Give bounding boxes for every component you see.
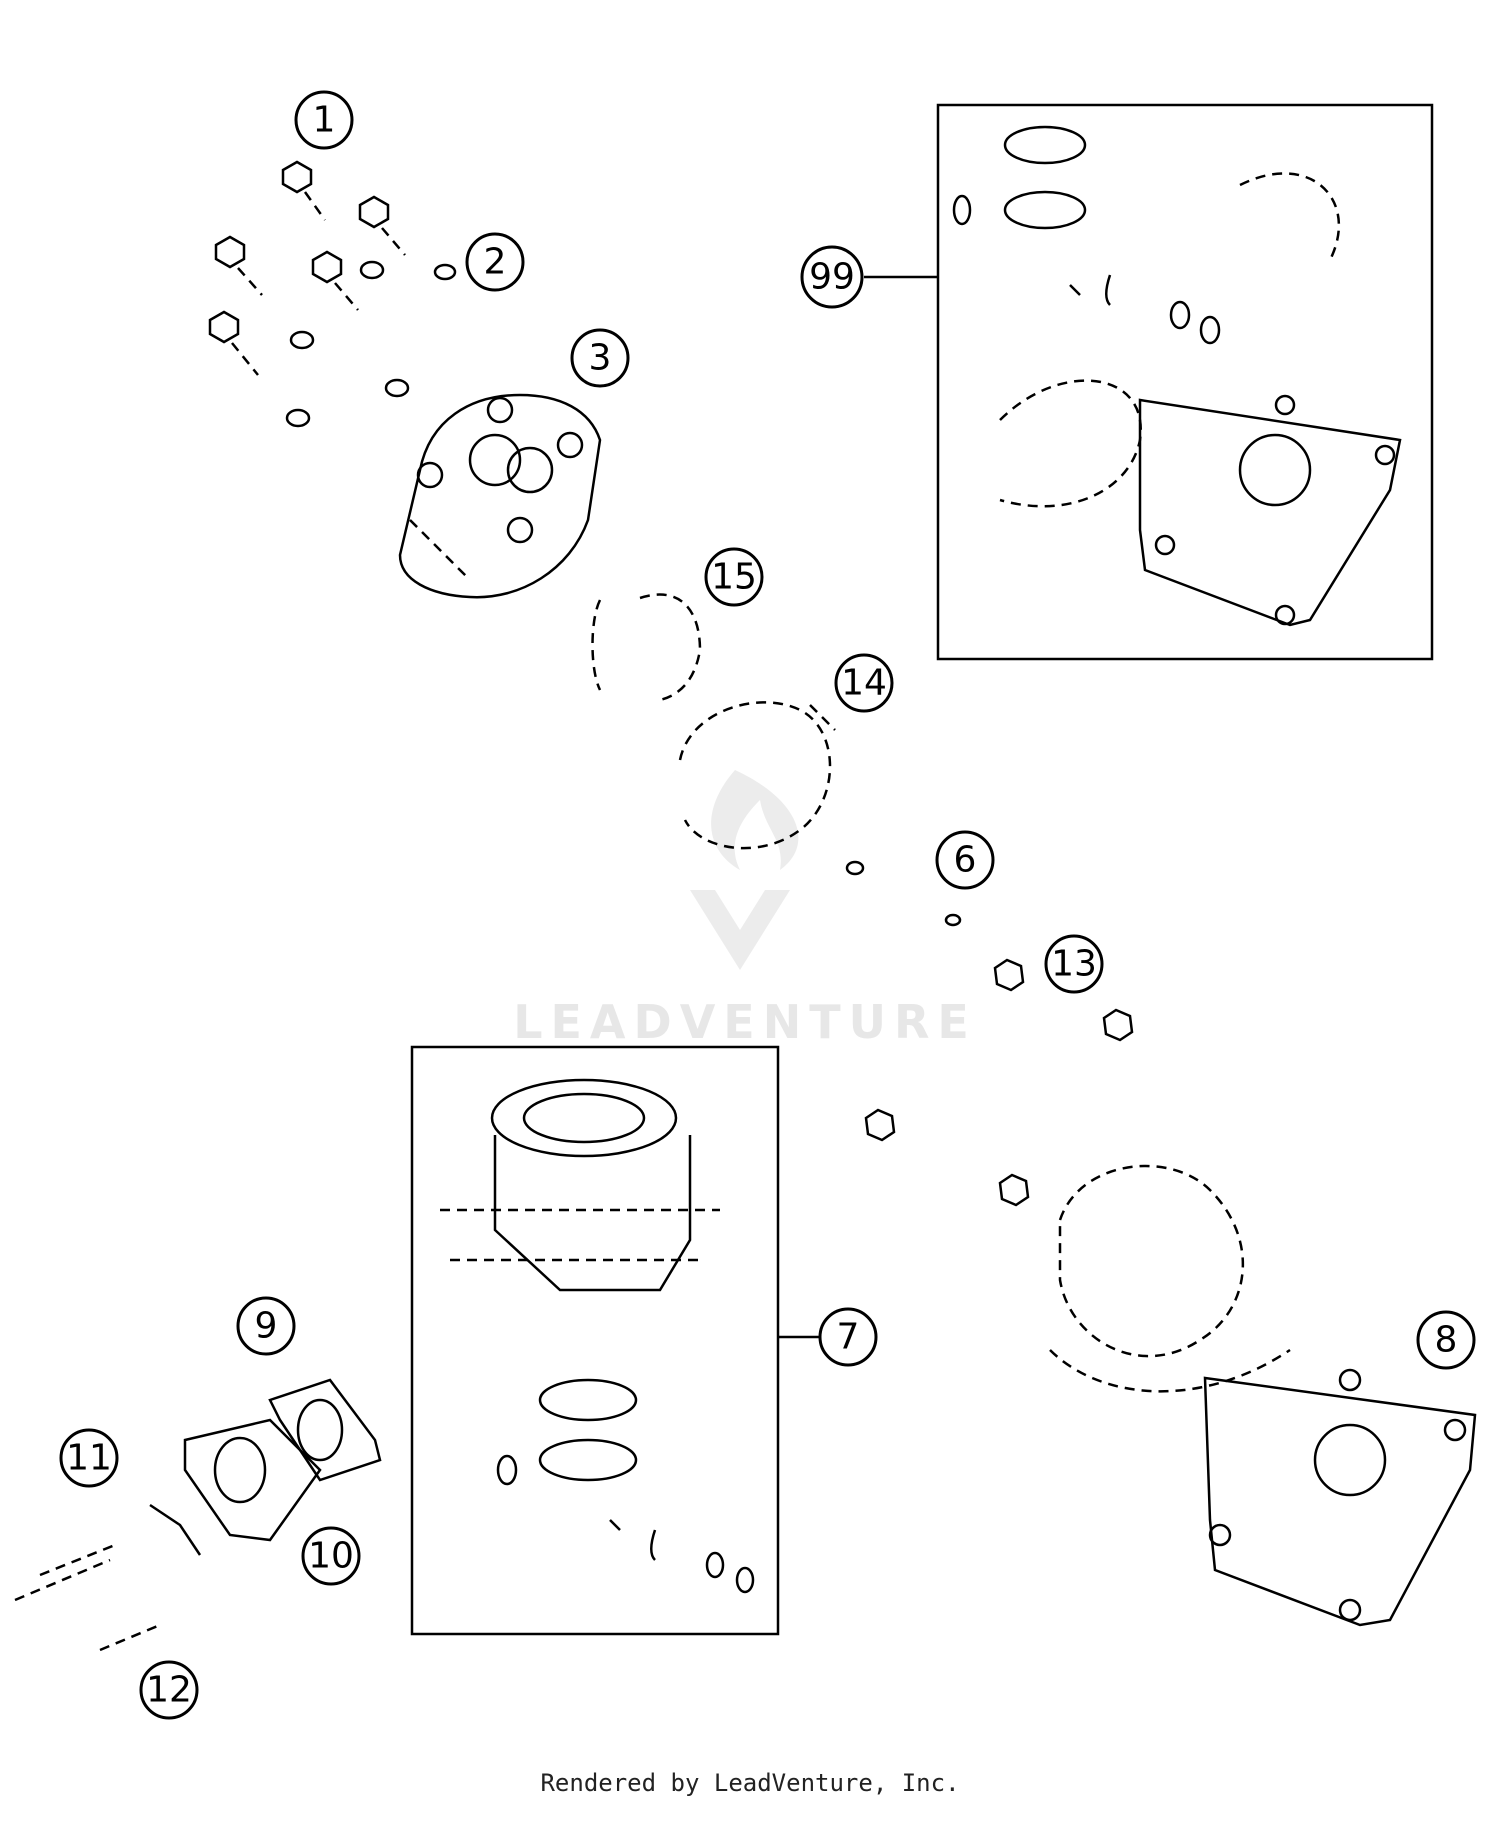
callout-3: 3 <box>570 328 630 388</box>
svg-text:10: 10 <box>308 1536 354 1577</box>
gasket-kit <box>952 125 1402 627</box>
leadventure-watermark: LEADVENTURE <box>513 770 977 1049</box>
callout-99: 99 <box>800 245 864 309</box>
callout-15: 15 <box>704 547 764 607</box>
cylinder-kit <box>440 1078 755 1594</box>
svg-text:15: 15 <box>711 557 757 598</box>
callout-9: 9 <box>236 1296 296 1356</box>
reed-valve <box>183 1418 322 1542</box>
cylinder-kit-box <box>410 1045 780 1636</box>
piston-ring <box>591 593 702 702</box>
callout-6: 6 <box>935 830 995 890</box>
svg-text:7: 7 <box>837 1317 860 1358</box>
head-bolts <box>208 160 406 376</box>
callout-13: 13 <box>1044 934 1104 994</box>
svg-text:12: 12 <box>146 1670 192 1711</box>
cylinder-head <box>398 393 602 599</box>
callout-8: 8 <box>1416 1310 1476 1370</box>
svg-text:99: 99 <box>809 257 855 298</box>
piston-pin-clip <box>845 860 962 927</box>
watermark-text: LEADVENTURE <box>513 995 977 1049</box>
callout-2: 2 <box>465 232 525 292</box>
callout-12: 12 <box>139 1660 199 1720</box>
callout-11: 11 <box>59 1428 119 1488</box>
callout-10: 10 <box>301 1526 361 1586</box>
base-gasket <box>1203 1368 1477 1627</box>
svg-text:14: 14 <box>841 663 887 704</box>
washers <box>285 260 457 428</box>
cylinder-nuts <box>864 958 1134 1207</box>
callout-7: 7 <box>818 1307 878 1367</box>
callout-14: 14 <box>834 653 894 713</box>
svg-text:13: 13 <box>1051 944 1097 985</box>
svg-text:3: 3 <box>589 338 612 379</box>
intake-screws <box>14 1503 202 1652</box>
svg-text:2: 2 <box>484 242 507 283</box>
piston <box>678 701 836 850</box>
kit-box-99 <box>936 103 1434 661</box>
svg-text:8: 8 <box>1435 1320 1458 1361</box>
intake-gasket <box>268 1378 382 1482</box>
footer-credit: Rendered by LeadVenture, Inc. <box>540 1769 960 1797</box>
svg-text:9: 9 <box>255 1306 278 1347</box>
svg-text:6: 6 <box>954 840 977 881</box>
cylinder-outline <box>1049 1164 1291 1393</box>
svg-text:1: 1 <box>313 100 336 141</box>
svg-text:11: 11 <box>66 1438 112 1479</box>
callout-1: 1 <box>294 90 354 150</box>
